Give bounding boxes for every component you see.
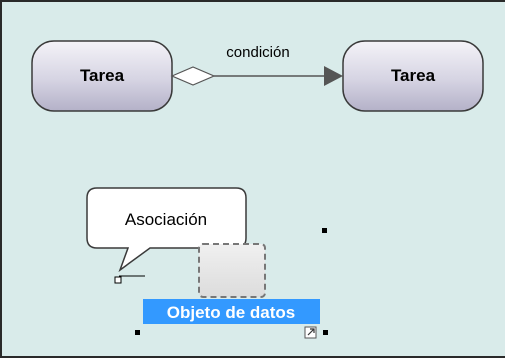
diamond-source-marker-icon [170, 66, 216, 86]
task-label-right: Tarea [391, 66, 436, 85]
task-node-left[interactable]: Tarea [31, 40, 173, 112]
data-object-label-text: Objeto de datos [167, 303, 295, 322]
conditional-flow-edge[interactable]: condición [170, 44, 343, 86]
data-object-label[interactable]: Objeto de datos [143, 299, 320, 324]
task-label-left: Tarea [80, 66, 125, 85]
tooltip-text: Asociación [125, 210, 207, 229]
edge-label: condición [226, 44, 289, 61]
connector-handle[interactable] [114, 276, 122, 284]
task-node-right[interactable]: Tarea [342, 40, 484, 112]
association-tooltip: Asociación [86, 187, 247, 273]
resize-arrow-icon[interactable] [304, 326, 317, 339]
selection-handle-bottom-left[interactable] [135, 330, 140, 335]
selection-handle-top-right[interactable] [322, 228, 327, 233]
association-connector[interactable] [114, 275, 145, 284]
selection-handle-bottom-right[interactable] [323, 330, 328, 335]
filled-arrow-head-icon [324, 66, 343, 86]
data-object-shape[interactable] [198, 243, 266, 298]
